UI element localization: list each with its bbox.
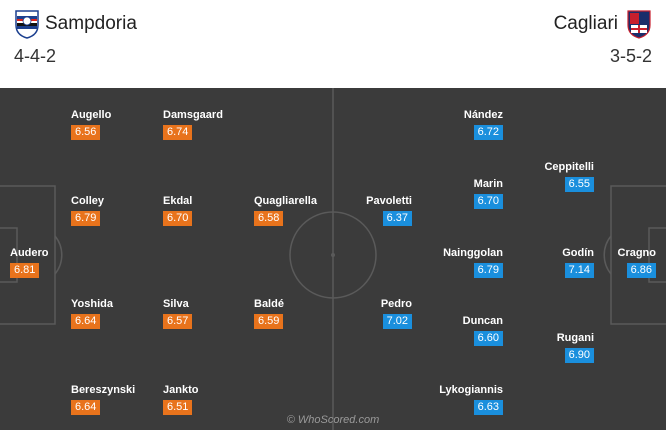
away-formation: 3-5-2	[609, 46, 652, 66]
player-rating: 6.55	[564, 177, 594, 192]
player-name: Damsgaard	[163, 109, 223, 121]
player-name: Pedro	[380, 298, 412, 310]
home-team-name: Sampdoria	[45, 13, 137, 34]
player-rating: 6.72	[473, 125, 503, 140]
player-rating: 6.58	[254, 211, 284, 226]
away-player[interactable]: Cragno 6.86	[566, 247, 656, 278]
player-name: Bereszynski	[71, 384, 136, 396]
player-name: Silva	[163, 298, 189, 310]
cagliari-crest-icon	[627, 10, 651, 39]
home-player[interactable]: Audero 6.81	[10, 247, 100, 278]
sampdoria-crest-icon	[15, 10, 39, 39]
player-name: Pavoletti	[366, 195, 412, 207]
player-rating: 6.37	[382, 211, 412, 226]
away-player[interactable]: Rugani 6.90	[504, 332, 594, 363]
watermark: © WhoScored.com	[286, 414, 380, 426]
pitch-lines	[0, 88, 666, 430]
player-rating: 7.02	[382, 314, 412, 329]
home-player[interactable]: Baldé 6.59	[254, 298, 344, 329]
home-player[interactable]: Damsgaard 6.74	[163, 109, 253, 140]
player-name: Ceppitelli	[544, 161, 594, 173]
away-player[interactable]: Pedro 7.02	[322, 298, 412, 329]
away-player[interactable]: Godín 7.14	[504, 247, 594, 278]
away-player[interactable]: Duncan 6.60	[413, 315, 503, 346]
player-rating: 6.57	[163, 314, 193, 329]
match-header: Sampdoria 4-4-2 Cagliari 3-5-2	[0, 0, 666, 86]
away-player[interactable]: Nández 6.72	[413, 109, 503, 140]
away-player[interactable]: Pavoletti 6.37	[322, 195, 412, 226]
player-name: Audero	[10, 247, 49, 259]
player-rating: 6.64	[71, 314, 101, 329]
away-team-name: Cagliari	[553, 13, 618, 34]
player-name: Quagliarella	[254, 195, 317, 207]
player-rating: 6.74	[163, 125, 193, 140]
player-name: Lykogiannis	[439, 384, 503, 396]
player-rating: 6.70	[473, 194, 503, 209]
player-rating: 6.64	[71, 400, 101, 415]
player-rating: 6.56	[71, 125, 101, 140]
away-player[interactable]: Lykogiannis 6.63	[413, 384, 503, 415]
home-player[interactable]: Colley 6.79	[71, 195, 161, 226]
player-name: Rugani	[556, 332, 594, 344]
player-name: Godín	[562, 247, 594, 259]
player-name: Nainggolan	[443, 247, 503, 259]
home-player[interactable]: Augello 6.56	[71, 109, 161, 140]
player-rating: 6.70	[163, 211, 193, 226]
away-player[interactable]: Marin 6.70	[413, 178, 503, 209]
player-name: Ekdal	[163, 195, 193, 207]
player-name: Baldé	[254, 298, 284, 310]
player-rating: 6.81	[10, 263, 40, 278]
player-rating: 6.79	[71, 211, 101, 226]
player-name: Nández	[463, 109, 503, 121]
home-player[interactable]: Quagliarella 6.58	[254, 195, 344, 226]
pitch: Augello 6.56 Damsgaard 6.74 Colley 6.79 …	[0, 88, 666, 430]
player-name: Cragno	[617, 247, 657, 259]
player-name: Augello	[71, 109, 112, 121]
player-rating: 6.51	[163, 400, 193, 415]
home-player[interactable]: Ekdal 6.70	[163, 195, 253, 226]
home-player[interactable]: Jankto 6.51	[163, 384, 253, 415]
away-player[interactable]: Ceppitelli 6.55	[504, 161, 594, 192]
player-name: Jankto	[163, 384, 199, 396]
home-player[interactable]: Silva 6.57	[163, 298, 253, 329]
home-player[interactable]: Yoshida 6.64	[71, 298, 161, 329]
player-rating: 6.63	[473, 400, 503, 415]
away-player[interactable]: Nainggolan 6.79	[413, 247, 503, 278]
player-name: Duncan	[462, 315, 503, 327]
player-name: Yoshida	[71, 298, 113, 310]
home-formation: 4-4-2	[14, 46, 57, 66]
player-name: Marin	[473, 178, 503, 190]
player-rating: 6.86	[626, 263, 656, 278]
player-rating: 7.14	[564, 263, 594, 278]
player-rating: 6.79	[473, 263, 503, 278]
player-rating: 6.90	[564, 348, 594, 363]
player-rating: 6.59	[254, 314, 284, 329]
player-name: Colley	[71, 195, 105, 207]
player-rating: 6.60	[473, 331, 503, 346]
home-player[interactable]: Bereszynski 6.64	[71, 384, 161, 415]
